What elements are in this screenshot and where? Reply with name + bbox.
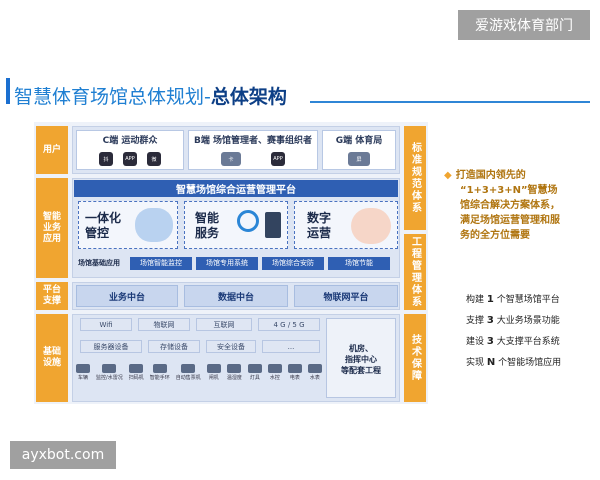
card-reader-icon: 卡 [221,152,241,166]
watermark-top: 爱游戏体育部门 [458,10,590,40]
lamp-icon [247,364,262,373]
infra-chip: 服务器设备 [80,340,142,353]
tablet-icon [265,212,281,238]
iot-device: 水表 [307,364,322,396]
iot-device: 电表 [287,364,302,396]
screen-icon: 屏 [348,152,370,166]
service-label: 数字运营 [307,211,332,240]
right-panel-headline: ◆打造国内领先的 “1+3+3+N”智慧场 馆综合解决方案体系， 满足场馆运营管… [444,168,594,243]
infra-chip: 互联网 [196,318,252,331]
base-chip: 场馆智能监控 [130,256,192,270]
infra-chip: 存储设备 [148,340,200,353]
iot-device: 温湿度 [227,364,242,396]
iot-device: 扫码机 [129,364,144,396]
layer-label-smart-app: 智能业务应用 [36,178,68,278]
user-card-g-title: G端 体育局 [335,136,383,146]
app-icon: APP [123,152,137,166]
base-chip: 场馆节能 [328,256,390,270]
wristband-icon [152,364,167,373]
side-standards: 标准规范体系 [404,126,426,230]
title-rule [310,101,590,103]
service-label: 一体化管控 [85,211,122,240]
machine-room-box: 机房、 指挥中心 等配套工程 [326,318,396,398]
title-sub: 总体架构 [210,86,287,108]
ie-logo-icon [237,210,259,232]
wechat-icon: 微 [147,152,161,166]
headline-line: ◆打造国内领先的 [444,170,526,181]
list-item: 支撑 3 大业务场景功能 [466,315,560,326]
user-card-c-title: C端 运动群众 [102,136,158,146]
service-label: 智能服务 [195,211,220,240]
infra-chip: ... [262,340,320,353]
infra-chip: 物联网 [138,318,190,331]
layer-label-infra: 基础设施 [36,314,68,402]
scanner-icon [129,364,144,373]
iot-device: 闸机 [206,364,221,396]
iot-device-row: 车辆 监控/水雷况 扫码机 智能手环 自动售票机 闸机 温湿度 灯具 水控 电表… [76,364,322,396]
title-dash: - [204,86,211,108]
side-ops: 工程管理体系 [404,234,426,310]
right-panel-list: 构建 1 个智慧场馆平台 支撑 3 大业务场景功能 建设 3 大支撑平台系统 实… [466,292,594,368]
iot-device: 智能手环 [150,364,170,396]
thermometer-icon [227,364,242,373]
middle-platform-business: 业务中台 [76,285,178,307]
middle-platform-iot: 物联网平台 [294,285,398,307]
infra-chip: Wifi [80,318,132,331]
iot-device: 自动售票机 [176,364,201,396]
gate-icon [206,364,221,373]
title-main: 智慧体育场馆总体规划 [14,86,205,108]
douyin-icon: 抖 [99,152,113,166]
iot-device: 车辆 [76,364,90,396]
list-item: 实现 N 个智能场馆应用 [466,357,562,368]
layer-label-platform: 平台支撑 [36,282,68,310]
headline-line: 满足场馆运营管理和服 [460,215,560,226]
bullet-icon: ◆ [444,170,452,181]
camera-icon [102,364,117,373]
ticket-machine-icon [181,364,196,373]
headline-line: 馆综合解决方案体系， [460,200,560,211]
electric-meter-icon [287,364,302,373]
slide-title: 智慧体育场馆总体规划-总体架构 [14,82,287,109]
car-icon [76,364,90,373]
base-app-label: 场馆基础应用 [78,259,120,267]
title-accent-bar [6,78,10,104]
user-card-c: C端 运动群众 抖 APP 微 [76,130,184,170]
watermark-bottom: ayxbot.com [10,441,116,469]
user-card-b-title: B端 场馆管理者、赛事组织者 [194,136,312,146]
service-integrated-control: 一体化管控 [78,201,178,249]
cloud-chart-icon [135,208,173,242]
headline-line: 务的全方位需要 [460,230,530,241]
water-meter-icon [307,364,322,373]
water-control-icon [267,364,282,373]
ops-platform-title: 智慧场馆综合运营管理平台 [74,180,398,197]
iot-device: 水控 [267,364,282,396]
b-app-icon: APP [271,152,285,166]
side-guarantee: 技术保障 [404,314,426,402]
headline-line: “1+3+3+N”智慧场 [460,185,558,196]
user-card-b: B端 场馆管理者、赛事组织者 卡 APP [188,130,318,170]
infra-chip: 安全设备 [206,340,256,353]
layer-label-user: 用户 [36,126,68,174]
infra-chip: 4 G / 5 G [258,318,320,331]
base-chip: 场馆综合安防 [262,256,324,270]
user-card-g: G端 体育局 屏 [322,130,396,170]
list-item: 建设 3 大支撑平台系统 [466,336,560,347]
list-item: 构建 1 个智慧场馆平台 [466,294,560,305]
iot-device: 灯具 [247,364,262,396]
base-app-row: 场馆基础应用 场馆智能监控 场馆专用系统 场馆综合安防 场馆节能 [78,254,398,272]
service-smart-service: 智能服务 [184,201,288,249]
iot-device: 监控/水雷况 [96,364,123,396]
service-digital-ops: 数字运营 [294,201,398,249]
people-phone-icon [351,208,391,244]
base-chip: 场馆专用系统 [196,256,258,270]
middle-platform-data: 数据中台 [184,285,288,307]
